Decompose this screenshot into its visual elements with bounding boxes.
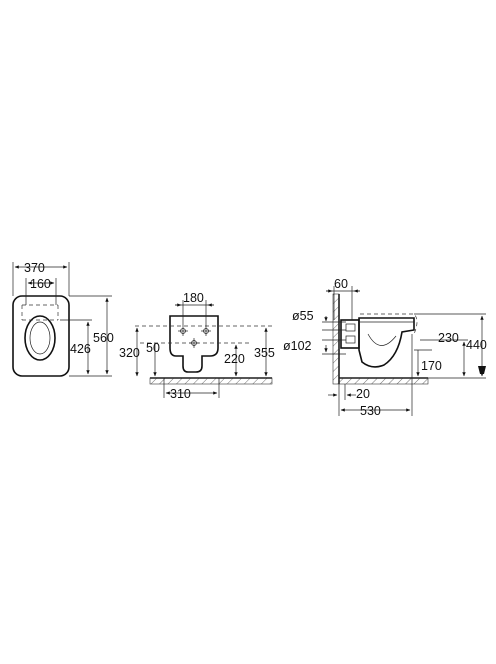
dim-label-170: 170 [421, 359, 442, 373]
dim-label-160: 160 [30, 277, 51, 291]
dim-label-60: 60 [334, 277, 348, 291]
dim-label-370: 370 [24, 261, 45, 275]
front-bowl-outline [12, 295, 70, 377]
dim-label-230: 230 [438, 331, 459, 345]
mounting-view: 180 310 320 50 220 355 [119, 291, 275, 401]
side-bowl-outline [358, 317, 415, 368]
dim-label-310: 310 [170, 387, 191, 401]
dim-label-220: 220 [224, 352, 245, 366]
dim-label-320: 320 [119, 346, 140, 360]
dim-label-440: 440 [466, 338, 487, 352]
dim-label-426: 426 [70, 342, 91, 356]
dim-label-dia102: ø102 [283, 339, 312, 353]
dim-label-530: 530 [360, 404, 381, 418]
front-view: 370 160 426 560 [12, 261, 114, 377]
mounting-body-outline [169, 315, 219, 373]
dim-label-dia55: ø55 [292, 309, 314, 323]
dim-label-50: 50 [146, 341, 160, 355]
dim-label-560: 560 [93, 331, 114, 345]
front-seat-opening [24, 315, 56, 361]
dim-label-20: 20 [356, 387, 370, 401]
dim-label-180: 180 [183, 291, 204, 305]
dim-label-355: 355 [254, 346, 275, 360]
fixing-holes [178, 326, 211, 348]
side-view: 60 ø55 ø102 20 530 230 170 440 [283, 277, 487, 418]
